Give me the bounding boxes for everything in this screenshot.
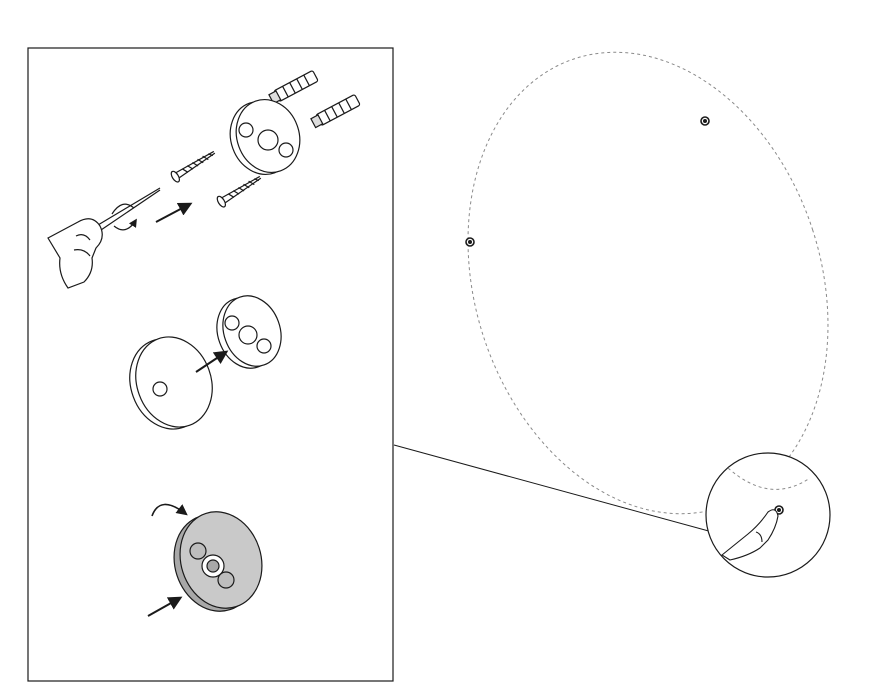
step-2-attach-cover	[129, 295, 282, 430]
mirror-outline	[467, 51, 829, 515]
rotate-arrow-icon	[151, 503, 188, 517]
hand-icon	[721, 509, 779, 561]
wall-anchor-icon	[310, 94, 361, 129]
mount-point-icon	[465, 237, 475, 247]
mounting-plate-icon	[216, 295, 282, 369]
screw-icon	[216, 175, 262, 208]
mount-point-icon	[700, 116, 710, 126]
step-3-rotate-to-lock	[147, 503, 263, 617]
wall-anchor-icon	[268, 70, 319, 105]
cover-disc-icon	[129, 336, 213, 430]
push-arrow-icon	[147, 596, 183, 617]
assembled-mount-icon	[173, 511, 263, 612]
attach-arrow-icon	[195, 350, 229, 373]
callout-leader-line	[393, 444, 717, 534]
screw-icon	[170, 150, 216, 183]
step-1-drill-and-screw	[47, 70, 361, 289]
mounting-plate-icon	[229, 99, 301, 175]
hand-icon	[47, 218, 103, 289]
screwdriver-icon	[97, 187, 161, 231]
insert-arrow-icon	[155, 202, 193, 223]
detail-callout	[705, 452, 831, 578]
mirror-edge-detail	[727, 467, 811, 490]
